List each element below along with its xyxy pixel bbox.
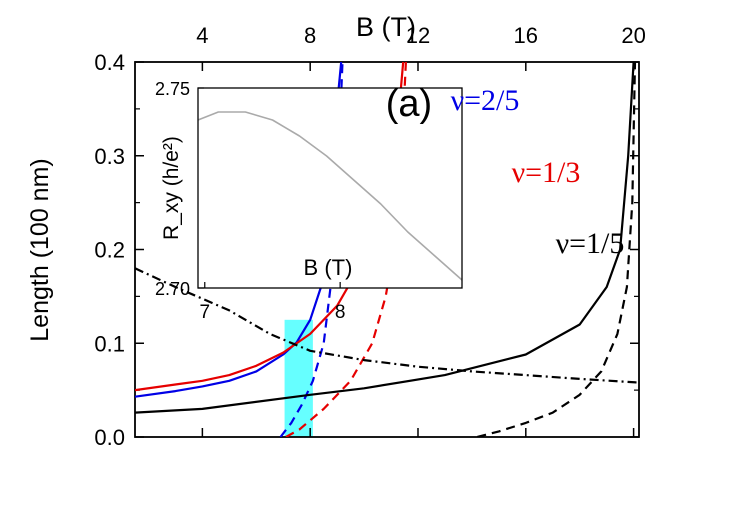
x-tick-label: 4 xyxy=(196,23,208,48)
label-nu-2-5: ν=2/5 xyxy=(451,84,520,117)
inset-series-0-solid xyxy=(197,111,463,281)
inset-background xyxy=(198,88,462,288)
y-tick-label: 0.4 xyxy=(94,50,125,75)
label-nu-1-5: ν=1/5 xyxy=(556,227,625,260)
main-series-4-solid xyxy=(135,62,635,414)
x-axis-title: B (T) xyxy=(356,12,416,42)
panel-label: (a) xyxy=(386,83,432,125)
x-tick-label: 16 xyxy=(514,23,538,48)
label-nu-1-3: ν=1/3 xyxy=(512,156,581,189)
y-tick-label: 0.2 xyxy=(94,238,125,263)
inset-x-tick-label: 7 xyxy=(199,302,210,323)
inset-y-tick-label: 2.70 xyxy=(155,279,190,299)
main-series-5-dashed xyxy=(477,62,637,437)
inset-frame xyxy=(197,87,463,289)
y-tick-label: 0.3 xyxy=(94,144,125,169)
main-axis-ticks: 0.0 0.1 0.2 0.3 0.4 4 8 12 16 20 xyxy=(94,23,645,450)
y-tick-label: 0.0 xyxy=(94,425,125,450)
x-tick-label: 8 xyxy=(304,23,316,48)
inset-x-axis-title: B (T) xyxy=(304,255,353,280)
main-series-6-dashdot xyxy=(135,267,639,384)
y-tick-label: 0.1 xyxy=(94,331,125,356)
inset-y-axis-title: R_xy (h/e²) xyxy=(160,136,183,240)
inset-curves xyxy=(197,111,463,281)
inset-y-tick-label: 2.75 xyxy=(155,79,190,99)
inset-x-tick-label: 8 xyxy=(335,302,346,323)
y-axis-title: Length (100 nm) xyxy=(26,158,54,341)
x-tick-label: 12 xyxy=(406,23,430,48)
inset-axis-ticks: 7 8 2.70 2.75 xyxy=(155,79,345,323)
x-tick-label: 20 xyxy=(621,23,645,48)
main-series-3-dashed xyxy=(285,62,407,437)
